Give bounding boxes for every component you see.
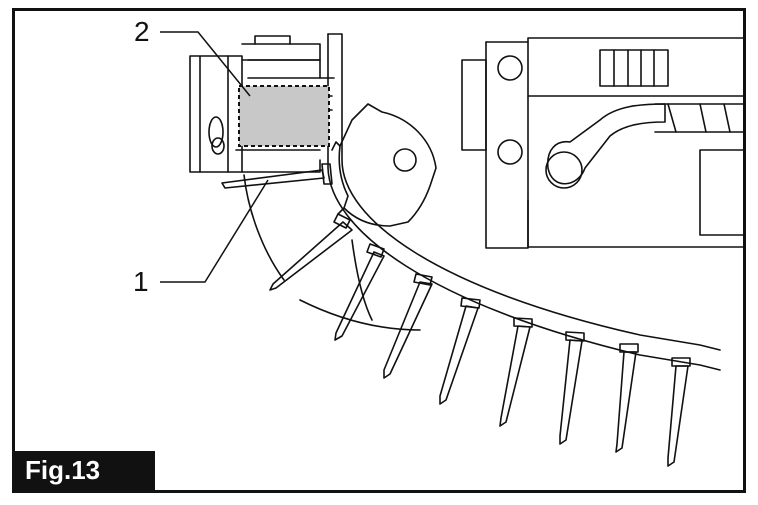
callout-2: 2 bbox=[134, 16, 150, 47]
callout-1: 1 bbox=[133, 266, 149, 297]
guide-plate bbox=[243, 33, 721, 371]
figure-frame bbox=[12, 8, 746, 493]
highlight-area bbox=[238, 85, 330, 147]
nail-horizontal bbox=[221, 163, 333, 189]
tool-housing bbox=[393, 37, 745, 249]
feed-gear bbox=[331, 103, 437, 227]
nail-heads bbox=[333, 213, 691, 367]
figure-label: Fig.13 bbox=[15, 451, 155, 490]
callout-leaders bbox=[160, 31, 269, 283]
